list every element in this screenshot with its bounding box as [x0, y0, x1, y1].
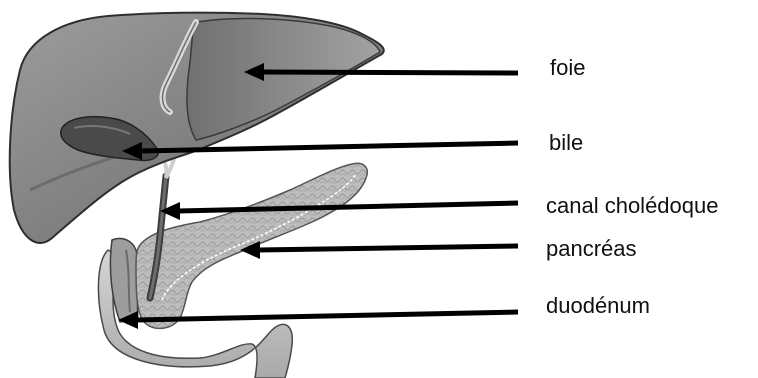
label-bile: bile [549, 132, 583, 154]
label-foie: foie [550, 57, 585, 79]
label-canal-choledoque: canal cholédoque [546, 195, 718, 217]
label-duodenum: duodénum [546, 295, 650, 317]
label-pancreas: pancréas [546, 238, 637, 260]
arrow-pancreas [240, 241, 518, 259]
